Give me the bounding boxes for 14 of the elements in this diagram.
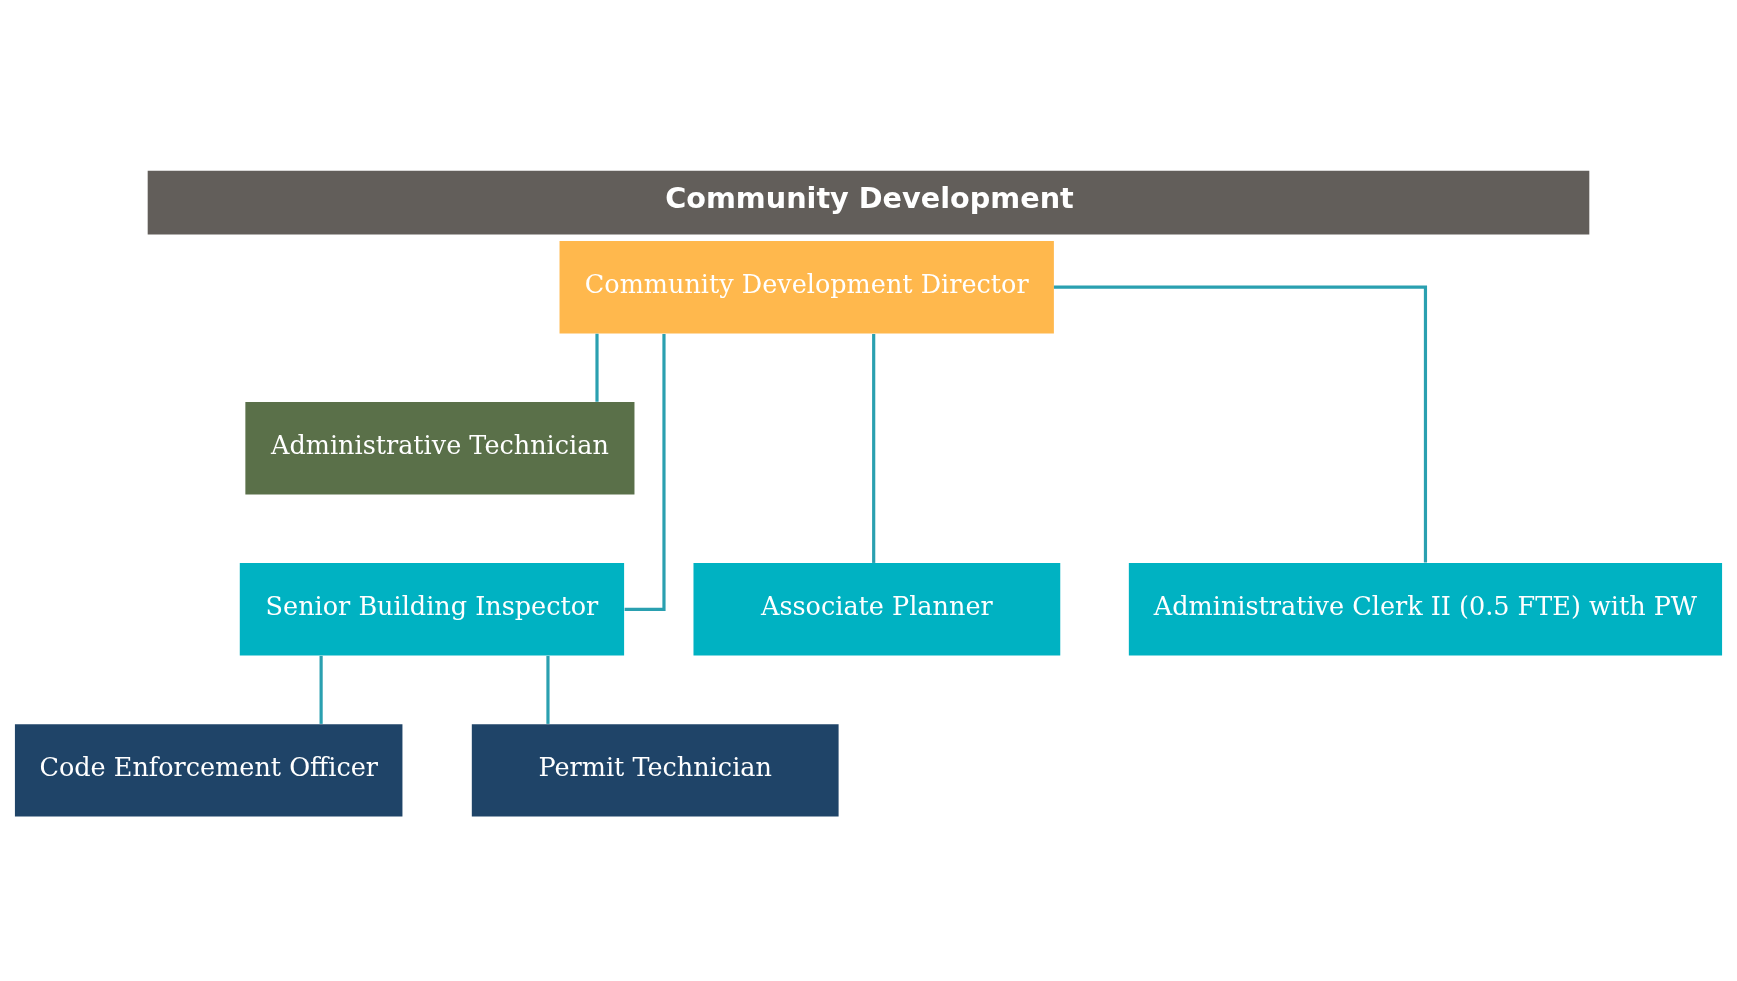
node-box: Administrative Technician bbox=[245, 402, 635, 495]
node-box: Administrative Clerk II (0.5 FTE) with PW bbox=[1128, 563, 1723, 656]
connector bbox=[872, 334, 876, 563]
node-box: Permit Technician bbox=[471, 724, 839, 817]
node-box: Code Enforcement Officer bbox=[14, 724, 403, 817]
node-box: Senior Building Inspector bbox=[239, 563, 625, 656]
node-box: Community Development Director bbox=[559, 240, 1054, 334]
diagram-title: Community Development bbox=[665, 181, 1074, 216]
connector bbox=[1053, 285, 1428, 563]
connector bbox=[595, 333, 599, 402]
connector bbox=[319, 655, 323, 724]
connector bbox=[624, 334, 666, 611]
node-box: Associate Planner bbox=[693, 563, 1061, 656]
connector bbox=[546, 655, 550, 724]
